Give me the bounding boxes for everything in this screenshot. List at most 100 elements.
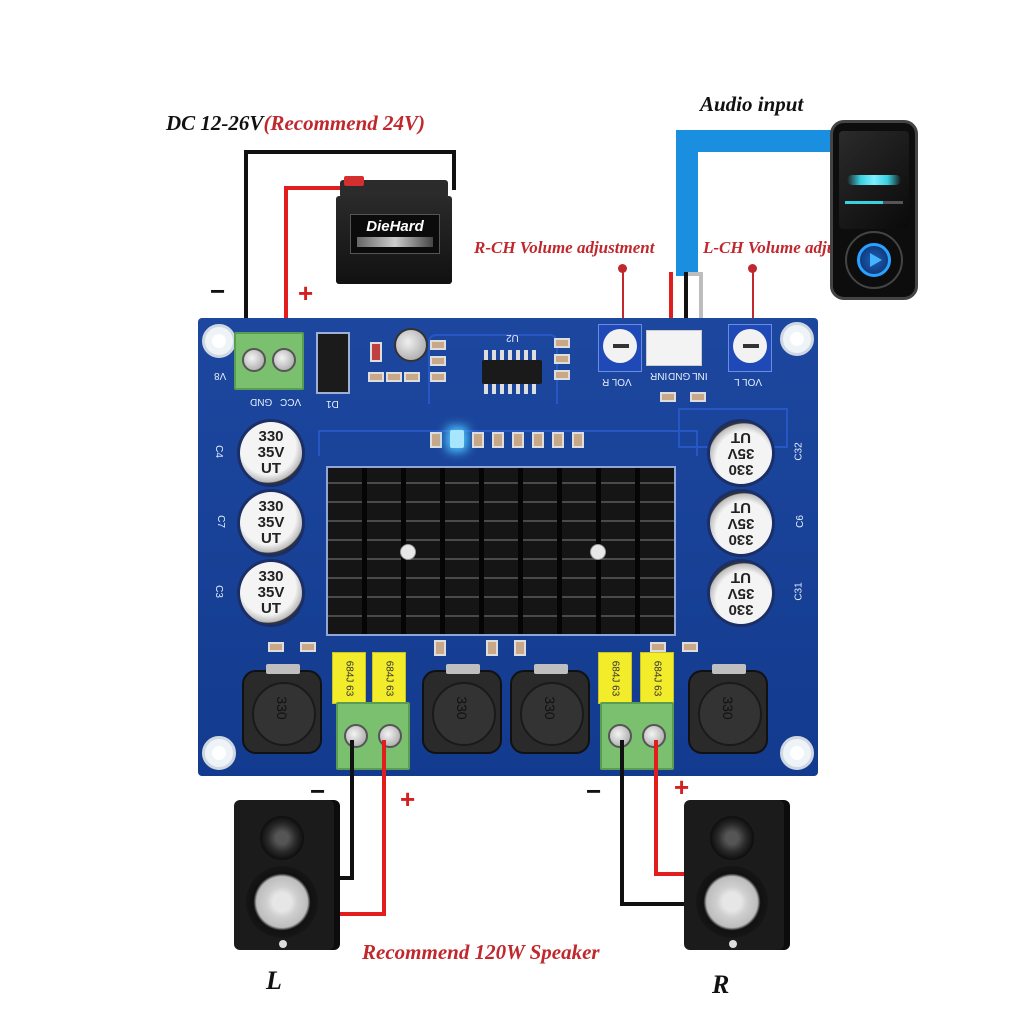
cap-mark: UT <box>731 499 751 517</box>
audio-cable-top <box>676 130 834 152</box>
l-volume-pointer-dot <box>748 264 757 273</box>
cap-value: 330 <box>258 428 284 446</box>
cap-value: 330 <box>728 600 754 618</box>
left-speaker <box>234 800 334 950</box>
inductor-value: 330 <box>720 696 736 720</box>
cap-value: 330 <box>728 460 754 478</box>
player-screen <box>839 131 909 229</box>
silk-vol-l: VOL L <box>734 376 762 387</box>
small-electrolytic-cap <box>394 328 428 362</box>
film-cap-c15: 684J 63 <box>598 652 632 704</box>
right-speaker-terminal <box>600 702 674 770</box>
smd-component <box>554 370 570 380</box>
smd-component <box>472 432 484 448</box>
cap-value: 330 <box>728 530 754 548</box>
film-cap-value: 684J 63 <box>651 660 663 696</box>
smd-component <box>386 372 402 382</box>
player-play-button <box>857 243 891 277</box>
left-speaker-wire-negative-h <box>334 876 354 880</box>
speaker-recommend-label: Recommend 120W Speaker <box>362 940 600 964</box>
player-waveform <box>847 175 901 185</box>
cap-voltage: 35V <box>257 444 285 462</box>
power-plus-sign: + <box>298 278 314 308</box>
r-volume-pointer <box>622 266 624 340</box>
battery-stripe <box>357 237 433 247</box>
power-terminal-screw-gnd[interactable] <box>242 348 266 372</box>
smd-component <box>492 432 504 448</box>
silk-vol-r: VOL R <box>602 376 632 387</box>
battery: DieHard <box>336 176 452 284</box>
smd-component <box>430 432 442 448</box>
cap-mark: UT <box>731 569 751 587</box>
film-cap-c13: 684J 63 <box>332 652 366 704</box>
film-cap-c16: 684J 63 <box>640 652 674 704</box>
silk-d1: D1 <box>326 398 339 409</box>
cap-value: 330 <box>258 498 284 516</box>
capacitor-c32: 330 35V UT <box>710 422 772 484</box>
pcb-trace <box>428 334 558 404</box>
left-speaker-tweeter <box>260 816 304 860</box>
power-voltage-range: DC 12-26V <box>166 111 264 135</box>
left-speaker-wire-positive-h <box>334 912 386 916</box>
smd-component <box>368 372 384 382</box>
audio-input-label: Audio input <box>700 92 804 116</box>
inductor-2: 330 <box>422 664 502 754</box>
silk-inl: INL <box>692 370 708 381</box>
smd-component <box>660 392 676 402</box>
audio-wire-inl-bend <box>688 272 702 276</box>
silk-c6: C6 <box>794 515 806 528</box>
amplifier-pcb: GND VCC V8 D1 U2 VOL R VOL L INR GND INL… <box>198 318 818 776</box>
silk-gnd-input: GND <box>668 370 691 381</box>
smd-component <box>650 642 666 652</box>
diode-d1 <box>316 332 350 394</box>
smd-component <box>434 640 446 656</box>
ic-u2 <box>482 360 542 384</box>
capacitor-c7: 330 35V UT <box>240 492 302 554</box>
power-wire-negative-top <box>244 150 456 154</box>
power-wire-negative <box>244 150 248 350</box>
audio-wire-inl <box>699 272 703 340</box>
smd-component <box>532 432 544 448</box>
right-speaker-woofer <box>696 866 768 938</box>
smd-component <box>430 372 446 382</box>
battery-label-panel: DieHard <box>350 214 440 254</box>
silk-c4: C4 <box>212 445 224 458</box>
inductor-tab <box>266 664 300 674</box>
battery-top <box>340 180 448 198</box>
cap-voltage: 35V <box>727 584 755 602</box>
smd-component <box>554 354 570 364</box>
silk-vcc: VCC <box>280 396 302 407</box>
silk-c32: C32 <box>793 442 805 461</box>
r-volume-pointer-dot <box>618 264 627 273</box>
smd-component <box>682 642 698 652</box>
right-output-minus-sign: − <box>586 776 602 806</box>
left-terminal-screw-negative[interactable] <box>344 724 368 748</box>
player-progress-bar <box>845 201 903 204</box>
capacitor-c6: 330 35V UT <box>710 492 772 554</box>
silk-u2: U2 <box>506 332 519 343</box>
left-speaker-indicator <box>279 940 287 948</box>
power-wire-positive-top <box>284 186 344 190</box>
right-speaker <box>684 800 784 950</box>
right-output-plus-sign: + <box>674 772 690 802</box>
power-minus-sign: − <box>210 276 226 306</box>
volume-pot-left[interactable] <box>728 324 772 372</box>
smd-component <box>430 340 446 350</box>
heatsink <box>326 466 676 636</box>
cap-mark: UT <box>731 429 751 447</box>
smd-component <box>690 392 706 402</box>
power-wire-positive <box>284 186 288 350</box>
mounting-hole-top-right <box>780 322 814 356</box>
silk-c31: C31 <box>793 582 805 601</box>
right-speaker-wire-negative <box>620 740 624 906</box>
volume-pot-right[interactable] <box>598 324 642 372</box>
film-cap-value: 684J 63 <box>383 660 395 696</box>
audio-input-header[interactable] <box>646 330 702 366</box>
inductor-4: 330 <box>688 664 768 754</box>
inductor-value: 330 <box>274 696 290 720</box>
cap-voltage: 35V <box>257 584 285 602</box>
cap-voltage: 35V <box>257 514 285 532</box>
power-terminal-screw-vcc[interactable] <box>272 348 296 372</box>
inductor-1: 330 <box>242 664 322 754</box>
mounting-hole-top-left <box>202 324 236 358</box>
